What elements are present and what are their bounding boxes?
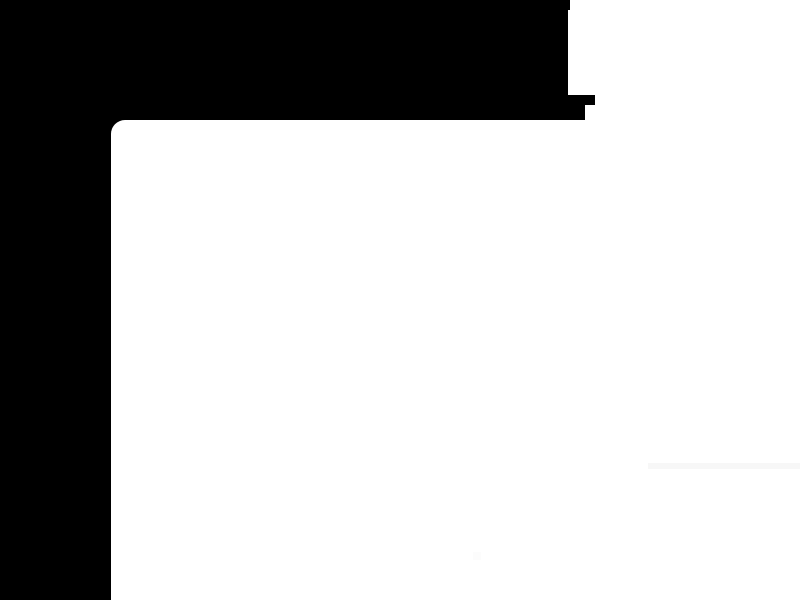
sidebar-rail-lower[interactable] [0,465,120,600]
content-marker-square [473,552,481,560]
panel-corner-filler-lower [104,136,112,144]
main-content-panel [111,120,800,600]
titlebar-step-lower[interactable] [0,105,585,120]
titlebar-top-edge[interactable] [0,0,570,10]
panel-corner-filler-upper [104,128,117,136]
titlebar-main[interactable] [0,10,568,95]
content-divider [648,463,800,469]
titlebar-step-upper[interactable] [0,95,595,105]
